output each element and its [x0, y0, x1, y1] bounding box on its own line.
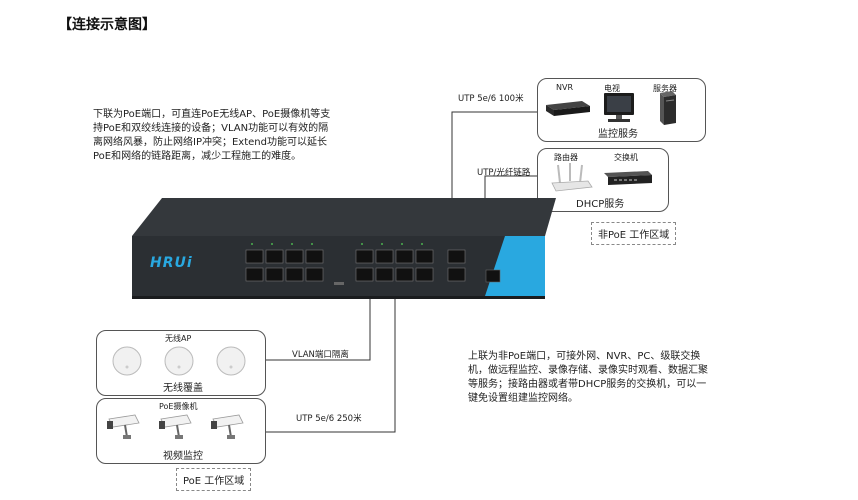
wireless-coverage-caption: 无线覆盖 [163, 383, 203, 394]
poe-camera-box: PoE摄像机 视频监控 [96, 398, 266, 464]
video-monitoring-caption: 视频监控 [163, 451, 203, 462]
label-fiber-link: UTP/光纤链路 [477, 168, 531, 178]
sfp-port [485, 269, 501, 283]
uplink-ports [447, 249, 466, 282]
poe-ports-group-1 [245, 249, 324, 282]
monitor-devices-art [546, 91, 676, 125]
poe-zone-label: PoE 工作区域 [176, 468, 252, 491]
dhcp-devices-art [551, 163, 652, 192]
server-label: 服务器 [653, 84, 677, 93]
switch-top-surface [132, 198, 556, 236]
uplink-line-monitor [451, 111, 540, 198]
brand-logo: HRUi [150, 255, 193, 271]
ap-devices-art [112, 346, 246, 376]
router-label: 路由器 [554, 153, 578, 162]
poe-camera-label: PoE摄像机 [159, 402, 198, 411]
tv-label: 电视 [604, 84, 620, 93]
switch-device-icon [604, 171, 652, 185]
camera-devices-art [107, 414, 244, 439]
wireless-ap-box: 无线AP 无线覆盖 [96, 330, 266, 396]
page-title: 【连接示意图】 [58, 17, 156, 33]
camera-icon [107, 414, 140, 439]
poe-port-description: 下联为PoE端口，可直连PoE无线AP、PoE摄像机等支持PoE和双绞线连接的设… [93, 109, 331, 162]
downlink-line-camera [265, 298, 396, 433]
tv-monitor-icon [604, 93, 634, 122]
uplink-line-dhcp [484, 175, 540, 198]
mode-switch-slider [334, 282, 344, 285]
uplink-port-description: 上联为非PoE端口，可接外网、NVR、PC、级联交换机，做远程监控、录像存储、录… [468, 351, 708, 404]
downlink-line-ap [265, 298, 371, 361]
nvr-label: NVR [556, 83, 574, 92]
wireless-ap-label: 无线AP [165, 334, 192, 343]
monitor-service-box: NVR 电视 服务器 监控服务 [537, 78, 706, 142]
monitor-service-caption: 监控服务 [598, 129, 638, 140]
dhcp-service-caption: DHCP服务 [576, 199, 625, 210]
router-icon [551, 163, 593, 192]
nvr-icon [546, 101, 590, 116]
label-utp-100m: UTP 5e/6 100米 [458, 94, 524, 104]
poe-ports-group-2 [355, 249, 434, 282]
label-utp-250m: UTP 5e/6 250米 [296, 414, 362, 424]
dhcp-service-box: 路由器 交换机 DHCP服务 [537, 148, 669, 212]
switch-front-face [132, 236, 545, 296]
label-vlan-isolation: VLAN端口隔离 [292, 350, 349, 360]
server-tower-icon [660, 91, 676, 125]
switch-label: 交换机 [614, 153, 638, 162]
non-poe-zone-label: 非PoE 工作区域 [591, 222, 677, 245]
wireless-ap-icon [112, 346, 246, 376]
status-leds [251, 243, 423, 245]
